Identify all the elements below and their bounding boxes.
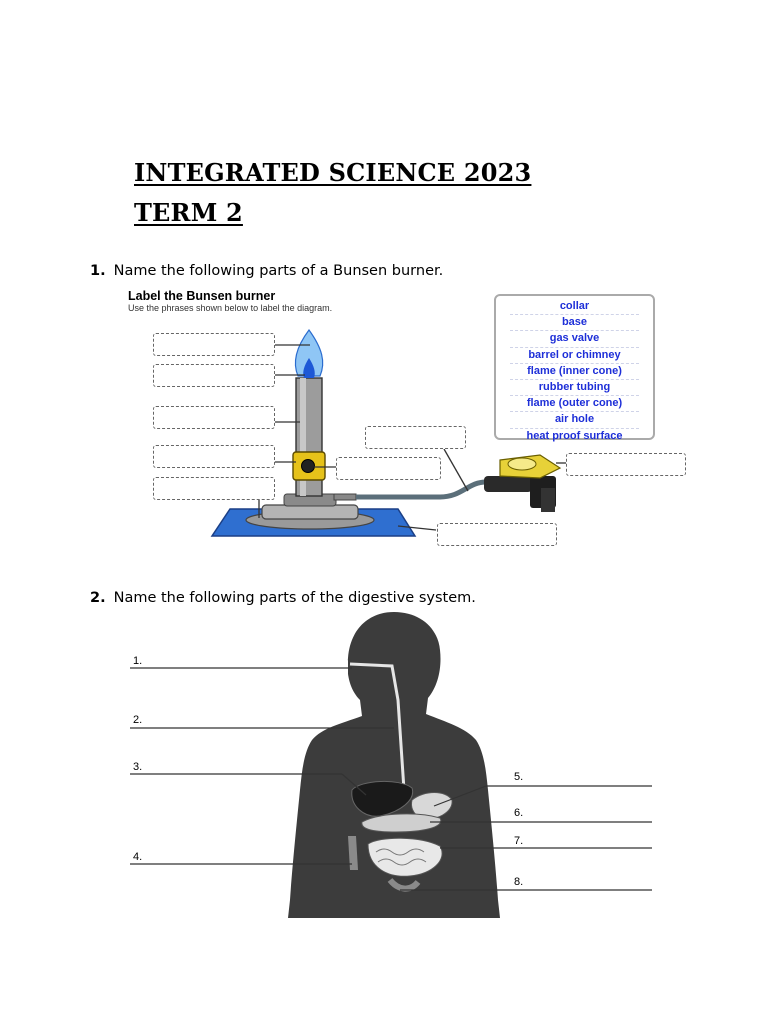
answer-box-gas-valve[interactable] xyxy=(566,453,686,476)
question-2-number: 2. xyxy=(90,590,106,606)
stomach xyxy=(411,792,453,820)
digestive-label-1: 1. xyxy=(133,655,143,667)
liver xyxy=(351,780,414,817)
worksheet-title: INTEGRATED SCIENCE 2023 xyxy=(134,158,532,187)
word-bank-item: heat proof surface xyxy=(526,429,623,442)
large-intestine xyxy=(361,813,442,833)
question-2-text: Name the following parts of the digestiv… xyxy=(113,590,476,606)
label-lines xyxy=(130,667,652,891)
answer-box-flame-outer[interactable] xyxy=(153,333,275,356)
word-bank-item: base xyxy=(510,315,639,332)
digestive-label-3: 3. xyxy=(133,761,143,773)
air-hole xyxy=(301,459,315,473)
question-1-text: Name the following parts of a Bunsen bur… xyxy=(113,263,444,279)
rubber-tubing xyxy=(356,479,487,500)
digestive-label-7: 7. xyxy=(514,835,524,847)
word-bank-item: flame (inner cone) xyxy=(510,364,639,381)
digestive-label-8: 8. xyxy=(514,876,524,888)
word-bank-item: air hole xyxy=(510,412,639,429)
question-1-number: 1. xyxy=(90,263,106,279)
word-bank-item: barrel or chimney xyxy=(510,348,639,364)
diagram-title: Label the Bunsen burner xyxy=(128,289,276,303)
pointer-lines xyxy=(258,344,566,531)
answer-box-air-hole[interactable] xyxy=(336,457,441,480)
answer-box-base[interactable] xyxy=(153,477,275,500)
diagram-instruction: Use the phrases shown below to label the… xyxy=(128,303,333,313)
word-bank-item: collar xyxy=(510,299,639,316)
question-2: 2. Name the following parts of the digest… xyxy=(90,590,476,606)
answer-box-barrel[interactable] xyxy=(153,406,275,429)
digestive-label-5: 5. xyxy=(514,771,524,783)
word-bank: collar base gas valve barrel or chimney … xyxy=(494,294,655,442)
digestive-label-6: 6. xyxy=(514,807,524,819)
human-silhouette xyxy=(288,612,500,918)
answer-box-heat-proof-surface[interactable] xyxy=(437,523,557,546)
small-intestine xyxy=(367,837,443,877)
digestive-label-2: 2. xyxy=(133,714,143,726)
answer-box-flame-inner[interactable] xyxy=(153,364,275,387)
term-heading: TERM 2 xyxy=(134,198,243,227)
word-bank-item: flame (outer cone) xyxy=(510,396,639,413)
answer-box-rubber-tubing[interactable] xyxy=(365,426,466,449)
word-bank-item: gas valve xyxy=(510,331,639,348)
question-1: 1. Name the following parts of a Bunsen b… xyxy=(90,263,443,279)
answer-box-collar[interactable] xyxy=(153,445,275,468)
flame-inner-cone xyxy=(303,358,315,378)
digestive-label-4: 4. xyxy=(133,851,143,863)
rectum xyxy=(348,836,358,870)
esophagus xyxy=(349,662,406,791)
word-bank-item: rubber tubing xyxy=(510,380,639,397)
